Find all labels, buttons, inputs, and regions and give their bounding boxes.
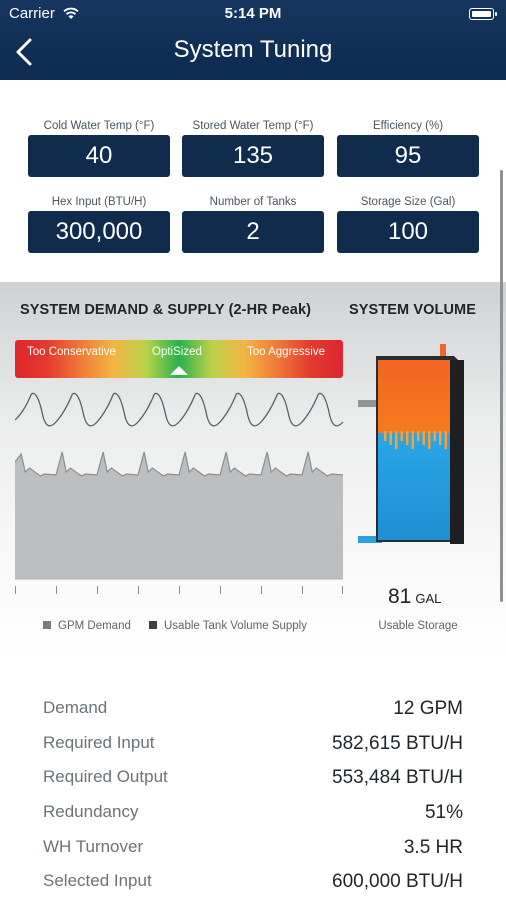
top-inlet-pipe [358,400,382,407]
legend-gpm-demand: GPM Demand [43,620,131,632]
demand-supply-title: SYSTEM DEMAND & SUPPLY (2-HR Peak) [20,302,312,318]
hot-water-fill [378,360,450,433]
stored-water-temp-label: Stored Water Temp (°F) [192,120,314,132]
mix-streak [444,431,447,449]
number-of-tanks-field: Number of Tanks 2 [182,194,324,253]
carrier-label: Carrier [9,5,55,22]
sizing-rating-bar: Too Conservative OptiSized Too Aggressiv… [15,340,343,378]
wifi-icon [62,6,80,24]
battery-icon [469,8,497,20]
system-volume-title: SYSTEM VOLUME [349,302,476,318]
cold-water-temp-input[interactable]: 40 [28,135,170,177]
result-value: 3.5 HR [403,837,463,858]
mix-streak [428,431,431,449]
chevron-left-icon [16,38,32,66]
storage-size-label: Storage Size (Gal) [360,196,456,208]
cold-water-temp-field: Cold Water Temp (°F) 40 [28,118,170,177]
efficiency-field: Efficiency (%) 95 [337,118,479,177]
usable-tank-volume-line [15,451,344,477]
back-button[interactable] [8,34,42,70]
hex-input-label: Hex Input (BTU/H) [51,196,147,208]
status-bar: Carrier 5:14 PM [0,0,506,28]
mix-streak [400,431,403,441]
result-value: 12 GPM [393,698,463,719]
demand-supply-section: SYSTEM DEMAND & SUPPLY (2-HR Peak) SYSTE… [0,282,506,660]
mix-streak [384,431,387,441]
result-label: WH Turnover [43,837,144,856]
clock-label: 5:14 PM [224,5,282,22]
input-grid: Cold Water Temp (°F) 40 Stored Water Tem… [0,80,506,282]
usable-tank-volume-area [15,452,343,579]
mix-streak [417,431,420,441]
result-value: 51% [424,802,463,823]
result-row-redundancy: Redundancy 51% [43,802,463,832]
hot-outlet-pipe [440,344,446,362]
result-label: Demand [43,698,108,717]
usable-storage-unit: GAL [415,591,442,606]
result-row-selected-input: Selected Input 600,000 BTU/H [43,871,463,900]
result-value: 600,000 BTU/H [332,871,463,892]
usable-storage-caption: Usable Storage [378,620,458,632]
result-row-wh-turnover: WH Turnover 3.5 HR [43,837,463,867]
result-value: 582,615 BTU/H [332,733,463,754]
demand-supply-chart [15,392,344,594]
hex-input-field: Hex Input (BTU/H) 300,000 [28,194,170,253]
legend-swatch [149,621,157,629]
number-of-tanks-label: Number of Tanks [209,196,297,208]
legend-gpm-demand-label: GPM Demand [58,620,131,632]
stored-water-temp-field: Stored Water Temp (°F) 135 [182,118,324,177]
legend-tank-volume: Usable Tank Volume Supply [149,620,307,632]
mix-streak [422,431,425,445]
page-title: System Tuning [173,36,333,63]
storage-size-field: Storage Size (Gal) 100 [337,194,479,253]
navigation-header: Carrier 5:14 PM System Tuning [0,0,506,80]
usable-storage-number: 81 [388,585,412,608]
cold-water-temp-label: Cold Water Temp (°F) [43,120,155,132]
rating-too-aggressive: Too Aggressive [247,346,325,358]
temperature-mix-zone [384,431,447,449]
result-label: Redundancy [43,802,139,821]
efficiency-label: Efficiency (%) [372,120,444,132]
results-list: Demand 12 GPM Required Input 582,615 BTU… [0,660,506,900]
cold-water-fill [378,433,450,540]
water-heater-tank-graphic [358,344,464,544]
storage-size-input[interactable]: 100 [337,211,479,253]
efficiency-input[interactable]: 95 [337,135,479,177]
rating-too-conservative: Too Conservative [27,346,116,358]
mix-streak [395,431,398,449]
result-row-required-input: Required Input 582,615 BTU/H [43,733,463,763]
result-label: Required Output [43,767,168,786]
scrollbar[interactable] [500,170,503,602]
result-label: Selected Input [43,871,152,890]
cold-inlet-pipe [358,536,382,543]
rating-optisized: OptiSized [152,346,202,358]
result-value: 553,484 BTU/H [332,767,463,788]
number-of-tanks-input[interactable]: 2 [182,211,324,253]
result-row-demand: Demand 12 GPM [43,698,463,728]
result-row-required-output: Required Output 553,484 BTU/H [43,767,463,797]
stored-water-temp-input[interactable]: 135 [182,135,324,177]
gpm-demand-line [15,392,344,427]
mix-streak [433,431,436,441]
mix-streak [411,431,414,449]
result-label: Required Input [43,733,155,752]
mix-streak [389,431,392,445]
legend-tank-volume-label: Usable Tank Volume Supply [164,620,307,632]
chart-ticks [15,586,343,594]
legend-swatch [43,621,51,629]
mix-streak [439,431,442,445]
mix-streak [406,431,409,445]
hex-input-input[interactable]: 300,000 [28,211,170,253]
rating-pointer-icon [170,366,188,375]
